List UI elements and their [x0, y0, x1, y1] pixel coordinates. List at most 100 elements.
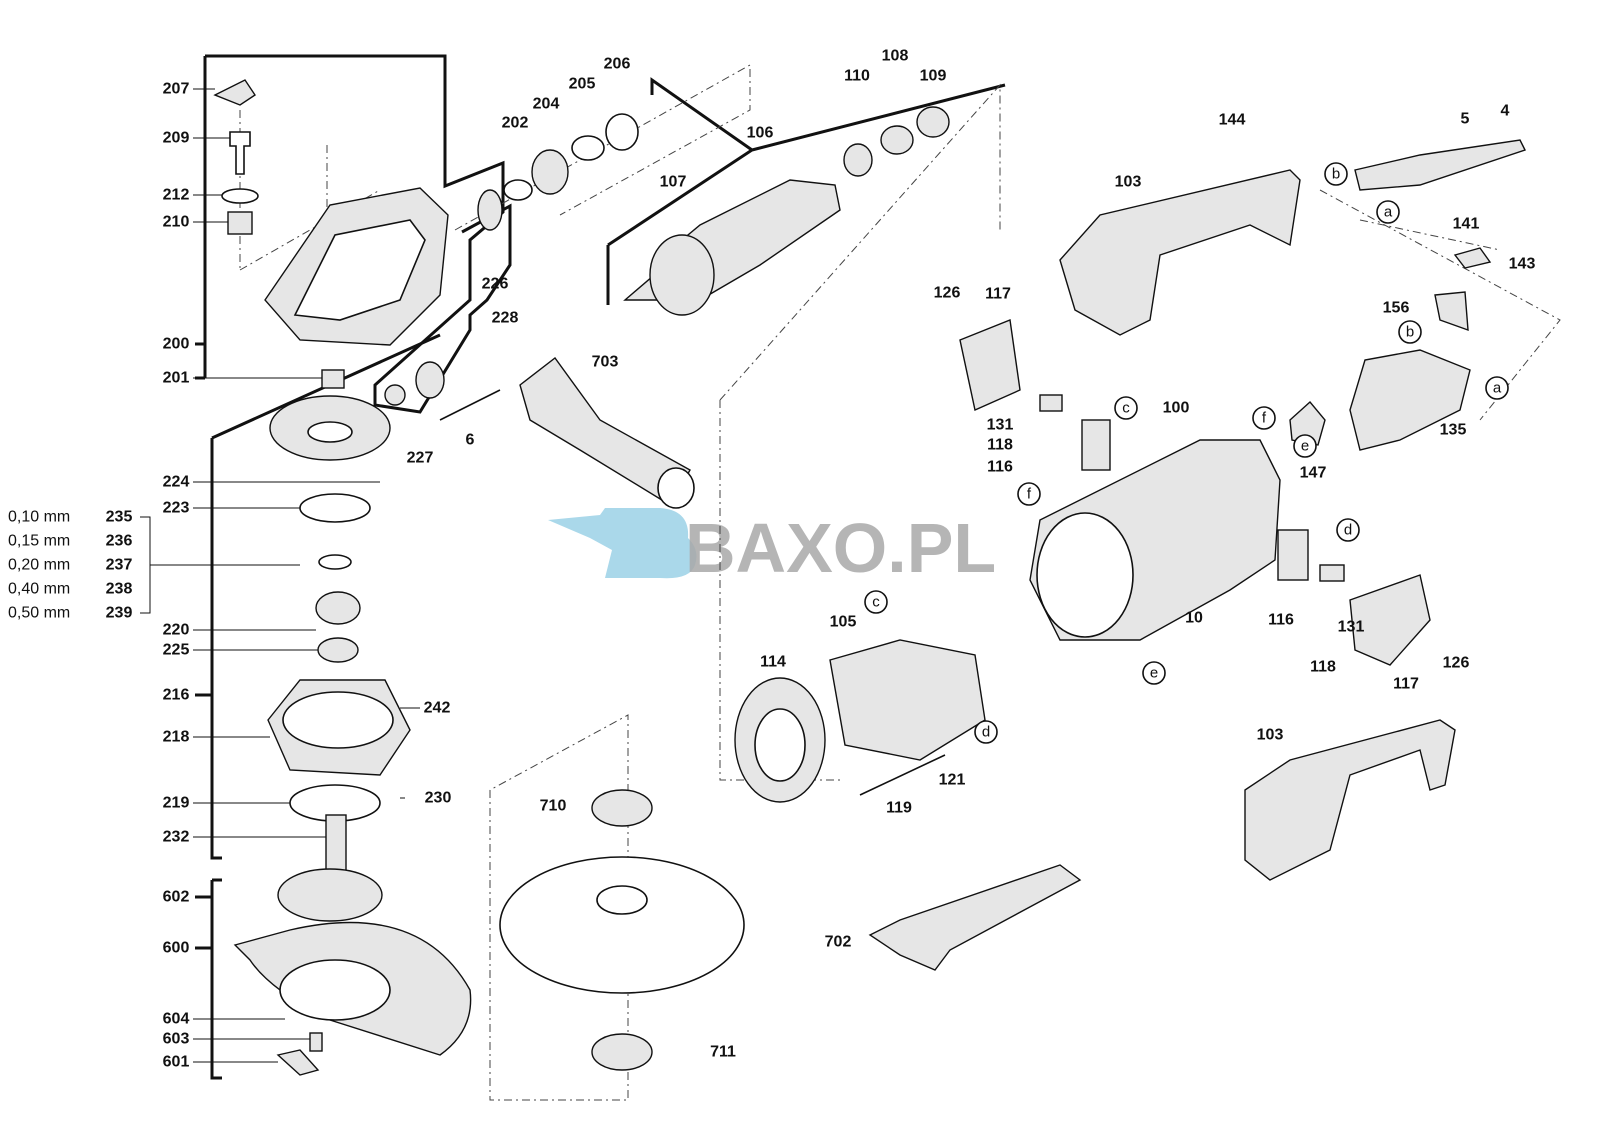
callout-label: 100	[1163, 400, 1190, 417]
callout-label: 116	[1268, 612, 1294, 629]
bearing-220	[315, 591, 361, 625]
callout-label: 223	[163, 500, 190, 517]
part-210	[227, 211, 253, 235]
callout-label: 108	[882, 48, 909, 65]
callout-label: 103	[1115, 174, 1142, 191]
callout-label: 703	[592, 354, 619, 371]
callout-label: 206	[604, 56, 631, 73]
callout-label: 126	[1443, 655, 1470, 672]
brushholder-116b	[1277, 529, 1309, 581]
callout-label: 600	[163, 940, 190, 957]
callout-label: 603	[163, 1031, 190, 1048]
callout-label: 106	[747, 125, 774, 142]
callout-label: 109	[920, 68, 947, 85]
flange-710	[591, 789, 653, 827]
callout-label: 10	[1185, 610, 1203, 627]
callout-label: 200	[163, 336, 190, 353]
callout-label: 226	[482, 276, 509, 293]
callout-label: 6	[466, 432, 475, 449]
part-201	[321, 369, 345, 389]
leader-lines	[193, 88, 420, 1063]
callout-label: 119	[886, 800, 912, 817]
spring-603	[309, 1032, 323, 1052]
brush-131	[1039, 394, 1063, 412]
ring-205	[571, 135, 605, 161]
marker: b	[1406, 324, 1414, 341]
callout-label: 207	[163, 81, 190, 98]
washer-202	[503, 179, 533, 201]
handle-103b	[1244, 719, 1456, 881]
callout-label: 126	[934, 285, 961, 302]
nut-227	[384, 384, 406, 406]
callout-label: 237	[106, 557, 133, 574]
disc	[499, 856, 745, 994]
screw-6	[439, 389, 501, 421]
marker: a	[1384, 204, 1393, 221]
nut-711	[591, 1033, 653, 1071]
callout-label: 212	[163, 187, 190, 204]
callout-label: 204	[533, 96, 560, 113]
shim-size: 0,40 mm	[8, 581, 70, 598]
fan-107	[649, 234, 715, 316]
part-601	[276, 1049, 320, 1076]
callout-label: 147	[1300, 465, 1327, 482]
callout-label: 143	[1509, 256, 1536, 273]
callout-label: 110	[844, 68, 870, 85]
callout-label: 220	[163, 622, 190, 639]
marker: a	[1493, 380, 1502, 397]
callout-label: 202	[502, 115, 529, 132]
callout-label: 238	[106, 581, 133, 598]
marker: e	[1301, 438, 1309, 455]
shim-235	[318, 554, 352, 570]
callout-label: 216	[163, 687, 190, 704]
callout-label: 131	[1338, 619, 1365, 636]
watermark-text: BAXO.PL	[685, 509, 996, 587]
callout-label: 131	[987, 417, 1014, 434]
callout-label: 205	[569, 76, 596, 93]
callout-label: 242	[424, 700, 451, 717]
switch-135	[1349, 349, 1471, 451]
circlip-206	[605, 113, 639, 151]
callout-label: 4	[1501, 103, 1510, 120]
marker: f	[1027, 486, 1032, 503]
callout-label: 114	[760, 654, 786, 671]
part-207	[213, 79, 256, 106]
part-212	[221, 188, 259, 204]
part-223	[299, 493, 371, 523]
callout-label: 219	[163, 795, 190, 812]
callout-label: 107	[660, 174, 687, 191]
callout-label: 117	[1393, 676, 1419, 693]
shim-size: 0,15 mm	[8, 533, 70, 550]
seal-225	[317, 637, 359, 663]
callout-label: 118	[1310, 659, 1336, 676]
field-105	[829, 639, 986, 761]
marker: c	[872, 594, 880, 611]
spanner-702	[868, 864, 1082, 971]
callout-label: 156	[1383, 300, 1410, 317]
pinion-226	[415, 361, 445, 399]
parts	[213, 79, 1526, 1076]
callout-label: 702	[825, 934, 852, 951]
callout-label: 135	[1440, 422, 1467, 439]
callout-label: 711	[710, 1044, 736, 1061]
clamp-141	[1453, 247, 1492, 269]
callout-label: 602	[163, 889, 190, 906]
callout-label: 105	[830, 614, 857, 631]
callout-label: 209	[163, 130, 190, 147]
callout-label: 232	[163, 829, 190, 846]
part-209	[229, 131, 251, 175]
marker: b	[1332, 166, 1340, 183]
callout-label: 210	[163, 214, 190, 231]
callout-label: 228	[492, 310, 519, 327]
callout-label: 144	[1219, 112, 1246, 129]
callout-label: 103	[1257, 727, 1284, 744]
connection-markers: b a b a f e c f c d e d	[864, 162, 1509, 744]
callout-label: 236	[106, 533, 133, 550]
handle-103	[1059, 169, 1301, 336]
baxo-drill-logo	[548, 508, 697, 579]
marker: e	[1150, 665, 1158, 682]
callout-label: 227	[407, 450, 434, 467]
callout-label: 201	[163, 370, 190, 387]
part-602	[277, 868, 383, 922]
bearing-110	[843, 143, 873, 177]
